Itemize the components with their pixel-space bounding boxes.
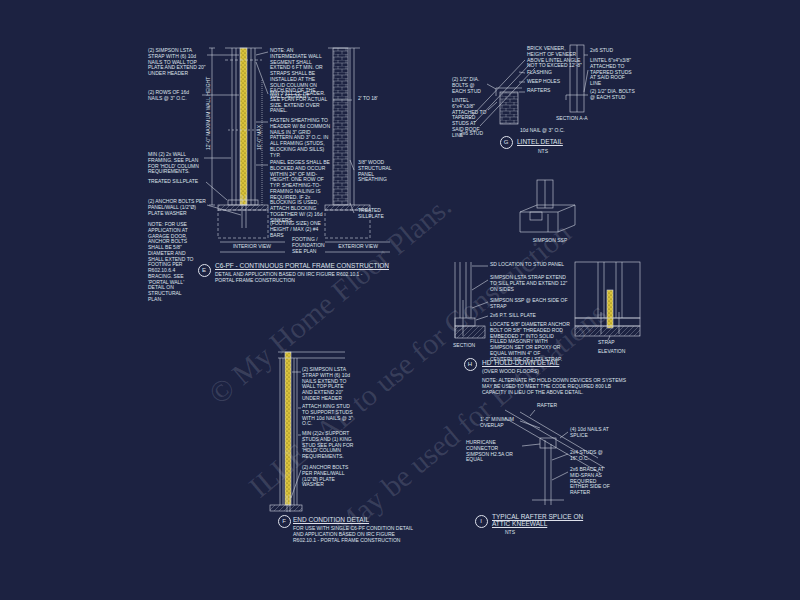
note-text: 10d NAIL @ 3" O.C.: [520, 128, 565, 134]
note-text: 2' TO 18': [358, 96, 398, 102]
note-text: 2x6 P.T. SILL PLATE: [490, 313, 570, 319]
note-text: (2) SIMPSON LSTA STRAP WITH (6) 10d NAIL…: [148, 48, 206, 77]
detail-title: LINTEL DETAIL: [517, 138, 597, 145]
note-text: PANEL EDGES SHALL BE BLOCKED AND OCCUR W…: [270, 160, 330, 223]
view-label: INTERIOR VIEW: [222, 244, 282, 250]
note-text: (2) ROWS OF 16d NAILS @ 3" O.C.: [148, 90, 200, 102]
detail-letter: E: [202, 267, 206, 273]
note-text: FLASHING: [527, 70, 567, 76]
detail-bubble: G: [500, 136, 513, 149]
note-text: (OVER WOOD FLOORS): [482, 369, 562, 375]
note-text: HURRICANE CONNECTOR SIMPSON H2.5A OR EQU…: [466, 440, 521, 463]
note-text: NTS: [505, 530, 525, 536]
note-text: MIN 3"x11.25" HEADER. SEE PLAN FOR ACTUA…: [270, 91, 330, 114]
note-text: RAFTER: [537, 403, 567, 409]
note-text: (2) ANCHOR BOLTS PER PANEL/WALL (1/2"Ø) …: [302, 465, 354, 488]
note-text: STRAP: [598, 340, 628, 346]
detail-title: C6-PF - CONTINUOUS PORTAL FRAME CONSTRUC…: [215, 262, 415, 269]
note-text: (2) ANCHOR BOLTS PER PANEL/WALL (1/2"Ø) …: [148, 199, 206, 216]
view-label: SIMPSON SSP: [515, 238, 585, 244]
note-text: 2x4 STUDS @ 16" O.C.: [570, 450, 610, 462]
note-text: NTS: [538, 149, 558, 155]
detail-letter: I: [480, 518, 482, 524]
note-text: BRICK VENEER, HEIGHT OF VENEER ABOVE LIN…: [527, 46, 582, 69]
watermark: May be used for Estimations: [327, 296, 613, 544]
detail-title: END CONDITION DETAIL: [293, 516, 413, 523]
note-text: DETAIL AND APPLICATION BASED ON IRC FIGU…: [215, 272, 375, 284]
note-text: MIN (2) 2x WALL FRAMING. SEE PLAN FOR 'H…: [148, 152, 203, 175]
note-text: 3/8" WOOD STRUCTURAL PANEL SHEATHING: [358, 160, 403, 183]
note-text: SECTION A-A: [556, 116, 596, 122]
note-text: SD LOCATION TO STUD PANEL: [490, 262, 570, 268]
note-text: (4) 10d NAILS AT SPLICE: [570, 427, 610, 439]
note-text: 2x6 BRACE AT MID-SPAN AS REQUIRED EITHER…: [570, 467, 615, 496]
detail-letter: G: [504, 139, 509, 145]
note-text: 1'-0" MINIMUM OVERLAP: [480, 417, 520, 429]
note-text: TREATED SILLPLATE: [358, 208, 403, 220]
note-text: MIN (2)2x SUPPORT STUDS AND (1) KING STU…: [302, 431, 354, 460]
note-text: NOTE: FOR USE APPLICATION AT GARAGE DOOR…: [148, 222, 196, 303]
note-text: FOR USE WITH SINGLE C6-PF CONDITION DETA…: [293, 526, 418, 543]
note-text: LINTEL 6"x4"x3/8" ATTACHED TO TAPERED ST…: [590, 58, 635, 87]
note-text: SIMPSON LSTA STRAP EXTEND TO SILL PLATE …: [490, 275, 570, 292]
detail-bubble: E: [198, 264, 211, 277]
view-label: EXTERIOR VIEW: [328, 244, 388, 250]
note-text: LOCATE 5/8" DIAMETER ANCHOR BOLT OR 5/8"…: [490, 322, 570, 362]
detail-bubble: F: [278, 515, 291, 528]
note-text: (2) 1/2" DIA. BOLTS @ EACH STUD: [452, 77, 488, 94]
detail-letter: H: [468, 361, 472, 367]
note-text: RAFTERS: [527, 88, 567, 94]
note-text: WEEP HOLES: [527, 79, 567, 85]
note-text: ELEVATION: [598, 349, 638, 355]
detail-bubble: I: [475, 515, 488, 528]
note-text: TREATED SILLPLATE: [148, 179, 203, 185]
note-text: 2x6 STUD: [590, 48, 635, 54]
note-text: (2) SIMPSON LSTA STRAP WITH (6) 10d NAIL…: [302, 367, 354, 402]
dimension-text: 12'-0" MAXIMUM WALL HEIGHT: [206, 77, 212, 150]
note-text: (FOOTING SIZE) ONE HEIGHT / MAX (2) #4 B…: [270, 221, 325, 238]
detail-letter: F: [282, 518, 286, 524]
note-text: SECTION: [453, 343, 483, 349]
dimension-text: 10'-0" MAX: [257, 125, 263, 150]
detail-bubble: H: [464, 358, 477, 371]
note-text: ATTACH KING STUD TO SUPPORT STUDS WITH 1…: [302, 404, 354, 427]
detail-title: HD' HOLD-DOWN DETAIL: [482, 359, 592, 366]
detail-title: TYPICAL RAFTER SPLICE ON ATTIC KNEEWALL: [492, 513, 587, 528]
note-text: SIMPSON SSP @ EACH SIDE OF STRAP: [490, 298, 570, 310]
note-text: (2) 1/2" DIA. BOLTS @ EACH STUD: [590, 89, 635, 101]
note-text: FASTEN SHEATHING TO HEADER W/ 8d COMMON …: [270, 118, 330, 158]
note-text: NOTE: ALTERNATE HD HOLD-DOWN DEVICES OR …: [482, 378, 632, 395]
note-text: 2x6 STUD: [460, 131, 490, 137]
note-text: FOOTING / FOUNDATION SEE PLAN: [292, 237, 330, 254]
